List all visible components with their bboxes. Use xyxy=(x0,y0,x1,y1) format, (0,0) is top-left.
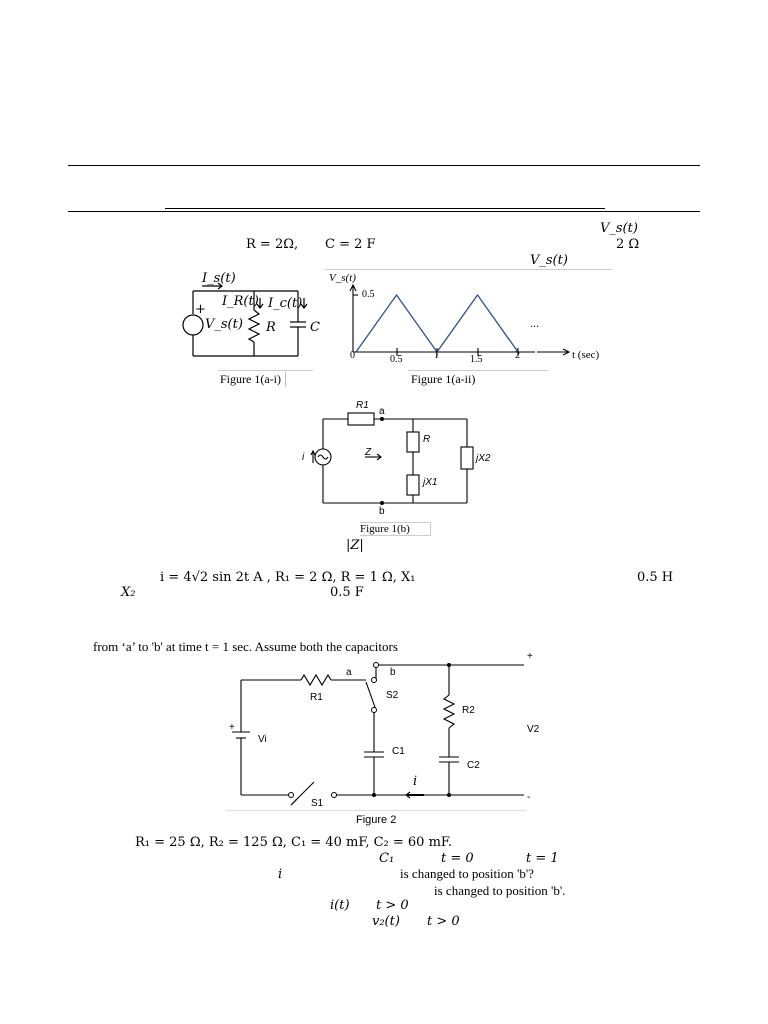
figure-1b-circuit xyxy=(310,412,474,505)
t-equals-0: t = 0 xyxy=(441,851,474,866)
fig1b-jx1: jX1 xyxy=(423,477,438,488)
fig1b-r: R xyxy=(423,434,431,445)
fig1b-node-b: b xyxy=(379,506,385,517)
fig2-c2: C2 xyxy=(467,760,480,771)
vs-t-label-2: V_s(t) xyxy=(530,253,568,268)
graph-x-tick-4: 2 xyxy=(515,350,520,361)
c1-symbol: C₁ xyxy=(379,851,395,866)
fig2-c1: C1 xyxy=(392,746,405,757)
problem2-intro: from ‘a’ to 'b' at time t = 1 sec. Assum… xyxy=(93,639,398,654)
figure-1b-caption: Figure 1(b) xyxy=(360,522,431,536)
question-b: is changed to position 'b'. xyxy=(434,883,566,898)
fig2-b: b xyxy=(390,667,396,678)
ic-label: I_c(t) xyxy=(268,296,303,311)
graph-x-tick-1: 0.5 xyxy=(390,354,403,365)
z-magnitude: |Z| xyxy=(346,538,364,553)
r-value: R = 2Ω, xyxy=(246,237,299,252)
graph-x-tick-2: 1 xyxy=(434,350,439,361)
given-values-2: R₁ = 25 Ω, R₂ = 125 Ω, C₁ = 40 mF, C₂ = … xyxy=(135,835,453,850)
vs-t-label: V_s(t) xyxy=(600,221,638,236)
graph-top-rule xyxy=(325,269,612,270)
fig1b-node-a: a xyxy=(379,406,385,417)
t-greater-0-a: t > 0 xyxy=(376,898,409,913)
plus-sign: + xyxy=(195,302,206,317)
fig2-v2: V2 xyxy=(527,724,540,735)
fig1b-z: Z xyxy=(365,447,372,458)
graph-x-tick-0: 0 xyxy=(350,350,355,361)
half-farad: 0.5 F xyxy=(330,585,364,600)
fig2-minus: - xyxy=(527,792,531,803)
fig2-a: a xyxy=(346,667,352,678)
graph-x-label: t (sec) xyxy=(572,349,600,361)
fig1b-r1: R1 xyxy=(356,400,369,411)
ir-label: I_R(t) xyxy=(222,294,259,309)
t-equals-1: t = 1 xyxy=(526,851,559,866)
graph-x-tick-3: 1.5 xyxy=(470,354,483,365)
is-label: I_s(t) xyxy=(202,271,236,286)
two-ohm: 2 Ω xyxy=(616,237,640,252)
vs-source-label: V_s(t) xyxy=(205,317,243,332)
fig2-s1: S1 xyxy=(311,798,324,809)
heading-underline xyxy=(165,208,605,209)
fig2-vi-plus: + xyxy=(229,722,235,733)
i-symbol: i xyxy=(278,867,283,882)
figure-1a-i-circuit xyxy=(182,282,308,357)
i-of-t: i(t) xyxy=(330,898,350,913)
v2-of-t: v₂(t) xyxy=(372,914,400,929)
half-henry: 0.5 H xyxy=(637,570,674,585)
triangle-wave-line xyxy=(355,293,519,354)
c-label: C xyxy=(310,320,320,335)
fig2-r2: R2 xyxy=(462,705,475,716)
graph-y-tick: 0.5 xyxy=(362,289,375,300)
fig2-bottom-rule xyxy=(226,810,526,811)
r-label: R xyxy=(266,320,276,335)
graph-ellipsis: ... xyxy=(530,316,539,330)
fig1b-i: i xyxy=(302,452,305,463)
x2-symbol: X₂ xyxy=(121,585,136,600)
caption-rule-1 xyxy=(218,370,313,371)
graph-y-label: V_s(t) xyxy=(329,272,356,284)
fig2-plus: + xyxy=(527,651,533,662)
question-a: is changed to position 'b'? xyxy=(400,866,534,881)
c-value: C = 2 F xyxy=(325,237,376,252)
figure-2-caption: Figure 2 xyxy=(356,814,397,826)
fig2-s2: S2 xyxy=(386,690,399,701)
fig1b-jx2: jX2 xyxy=(476,453,491,464)
figure-2-circuit xyxy=(232,662,524,806)
top-rule-1 xyxy=(68,165,700,166)
t-greater-0-b: t > 0 xyxy=(427,914,460,929)
fig2-vi: Vi xyxy=(258,734,267,745)
figure-1a-i-caption: Figure 1(a-i) xyxy=(220,372,286,387)
caption-rule-2 xyxy=(408,370,548,371)
figure-1a-ii-graph xyxy=(349,283,571,356)
fig2-r1: R1 xyxy=(310,692,323,703)
figure-1a-ii-caption: Figure 1(a-ii) xyxy=(411,372,476,386)
given-values-1: i = 4√2 sin 2t A , R₁ = 2 Ω, R = 1 Ω, X₁ xyxy=(160,570,416,585)
fig2-i: i xyxy=(413,774,418,789)
top-rule-2 xyxy=(68,211,700,212)
